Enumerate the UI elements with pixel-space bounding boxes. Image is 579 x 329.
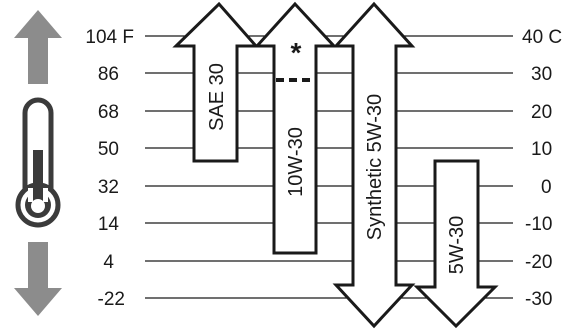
oil-range-synthetic-5w30: Synthetic 5W-30 — [332, 1, 416, 329]
f-label-minus22: -22 — [98, 289, 125, 310]
c-label-0: 0 — [541, 177, 552, 198]
f-label-50: 50 — [98, 139, 119, 160]
celsius-labels: 40 C 30 20 10 0 -10 -20 -30 — [522, 27, 562, 310]
fahrenheit-labels: 104 F 86 68 50 32 14 4 -22 — [85, 27, 134, 310]
oil-label-10w30: 10W-30 — [285, 127, 307, 197]
f-label-86: 86 — [98, 64, 119, 85]
note-asterisk: * — [291, 37, 302, 68]
f-label-14: 14 — [98, 214, 120, 235]
c-label-minus10: -10 — [525, 214, 552, 235]
oil-label-sae30: SAE 30 — [206, 63, 228, 131]
c-label-20: 20 — [531, 102, 552, 123]
oil-range-10w30: * 10W-30 — [253, 1, 338, 255]
c-label-40: 40 C — [522, 27, 562, 48]
arrow-up-icon — [14, 10, 62, 84]
c-label-30: 30 — [531, 64, 552, 85]
oil-range-5w30: 5W-30 — [413, 159, 499, 329]
f-label-68: 68 — [98, 102, 119, 123]
f-label-4: 4 — [103, 252, 114, 273]
c-label-minus30: -30 — [525, 289, 552, 310]
c-label-minus20: -20 — [525, 252, 552, 273]
arrow-down-icon — [14, 242, 62, 316]
oil-label-synthetic-5w30: Synthetic 5W-30 — [364, 94, 386, 240]
oil-label-5w30: 5W-30 — [446, 216, 468, 275]
oil-range-sae30: SAE 30 — [172, 1, 260, 163]
c-label-10: 10 — [531, 139, 552, 160]
f-label-32: 32 — [98, 177, 119, 198]
f-label-104: 104 F — [85, 27, 134, 48]
thermometer-icon — [15, 97, 61, 228]
